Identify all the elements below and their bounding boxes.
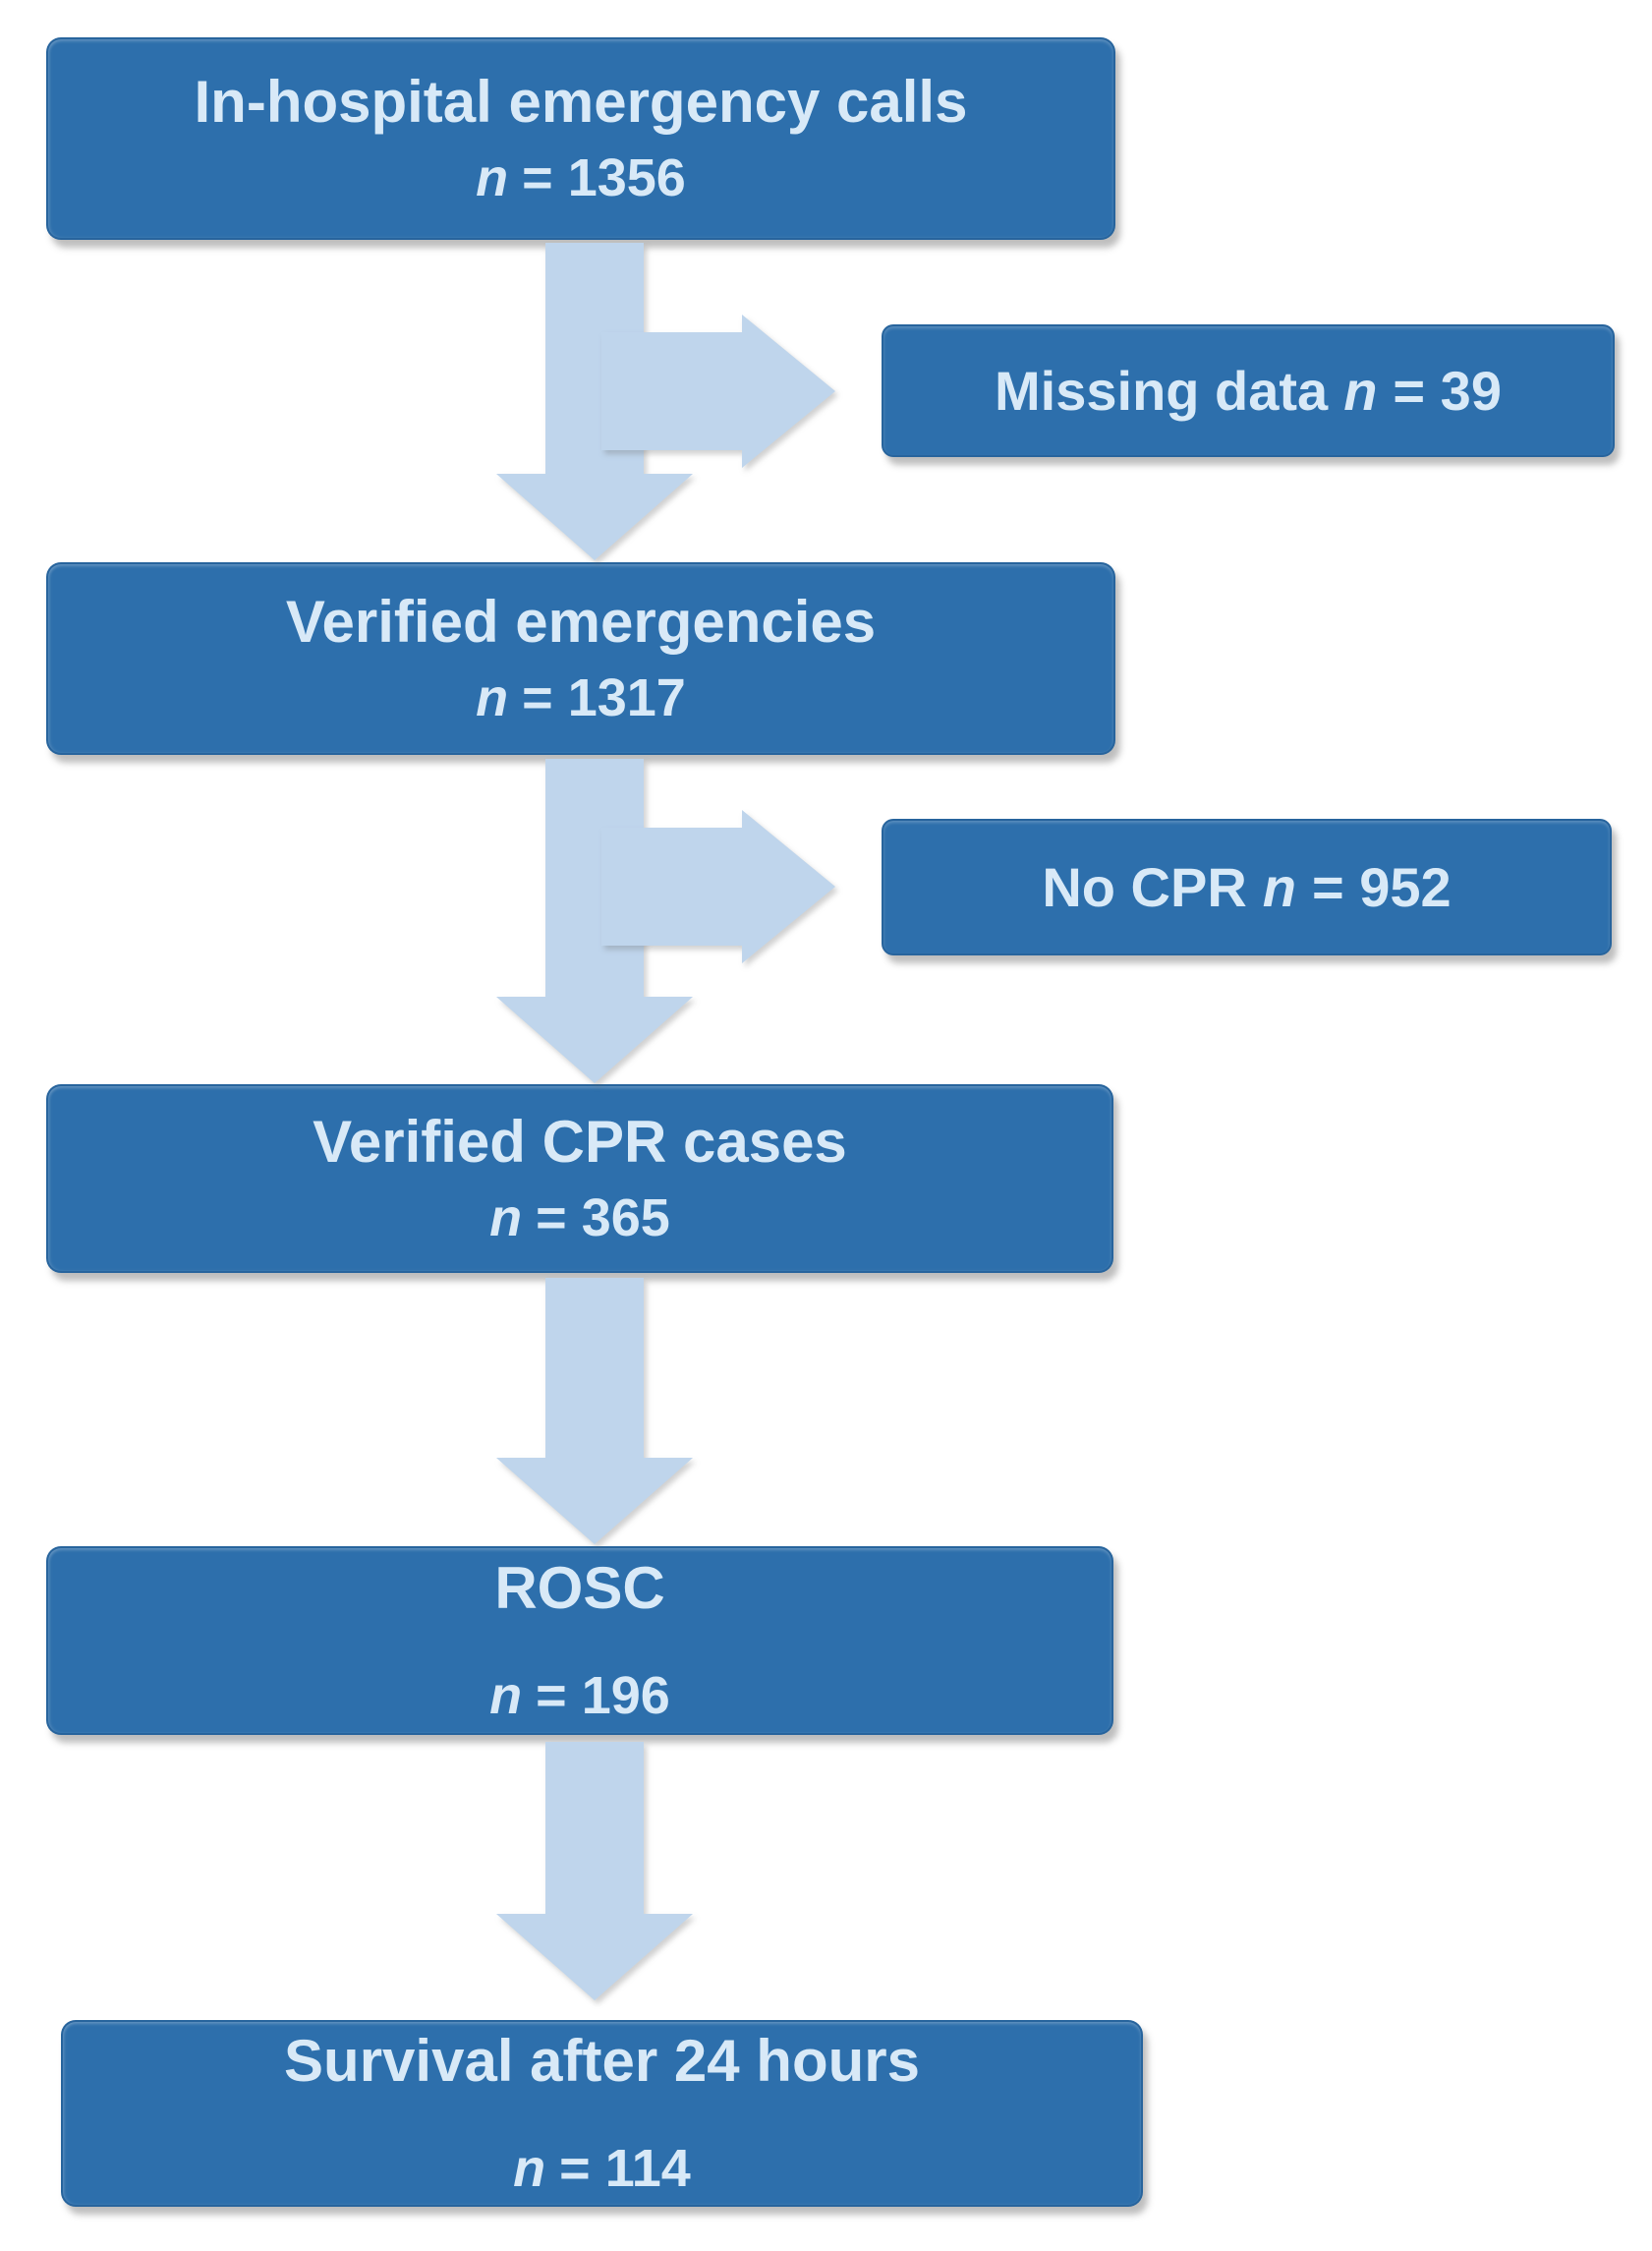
box-label: Verified emergencies: [285, 589, 877, 655]
flow-box-no-cpr: No CPR n = 952: [882, 819, 1612, 955]
n-symbol: n: [476, 148, 509, 207]
box-count-line: n = 1356: [476, 151, 686, 204]
n-symbol: n: [476, 668, 509, 727]
branch-bar: [601, 828, 742, 946]
branch-arrow-missing-data: [601, 315, 835, 468]
down-arrow-3: [496, 1278, 693, 1544]
count-value: = 365: [536, 1188, 670, 1247]
arrow-shaft: [545, 1278, 644, 1458]
count-value: = 39: [1393, 359, 1502, 422]
branch-arrow-no-cpr: [601, 810, 835, 963]
n-symbol: n: [1343, 359, 1378, 422]
flow-box-verified-cpr-cases: Verified CPR cases n = 365: [46, 1084, 1113, 1273]
arrow-head: [496, 997, 693, 1083]
flow-box-rosc: ROSC n = 196: [46, 1546, 1113, 1735]
n-symbol: n: [489, 1188, 523, 1247]
count-value: = 196: [536, 1666, 670, 1725]
arrow-shaft: [545, 1742, 644, 1914]
down-arrow-4: [496, 1742, 693, 2000]
count-value: = 1317: [522, 668, 686, 727]
flow-box-missing-data: Missing data n = 39: [882, 324, 1615, 457]
box-count-line: n = 114: [513, 2142, 691, 2195]
flow-box-verified-emergencies: Verified emergencies n = 1317: [46, 562, 1115, 755]
branch-head: [742, 315, 835, 468]
branch-head: [742, 810, 835, 963]
box-label: No CPR: [1042, 855, 1247, 918]
box-count-line: n = 196: [489, 1669, 670, 1722]
box-label: Verified CPR cases: [313, 1109, 847, 1175]
flow-box-in-hospital-emergency-calls: In-hospital emergency calls n = 1356: [46, 37, 1115, 240]
box-label: In-hospital emergency calls: [194, 69, 968, 135]
count-value: = 952: [1311, 855, 1452, 918]
arrow-head: [496, 1458, 693, 1544]
count-value: = 114: [559, 2139, 691, 2198]
box-label: ROSC: [494, 1555, 665, 1621]
n-symbol: n: [489, 1666, 523, 1725]
arrow-head: [496, 1914, 693, 2000]
branch-bar: [601, 332, 742, 450]
n-symbol: n: [513, 2139, 546, 2198]
box-label: Missing data: [995, 359, 1329, 422]
box-count-line: n = 1317: [476, 671, 686, 724]
arrow-head: [496, 474, 693, 560]
count-value: = 1356: [522, 148, 686, 207]
n-symbol: n: [1262, 855, 1296, 918]
flow-box-survival-after-24-hours: Survival after 24 hours n = 114: [61, 2020, 1143, 2207]
box-label: Survival after 24 hours: [284, 2028, 920, 2094]
box-count-line: n = 365: [489, 1191, 670, 1244]
